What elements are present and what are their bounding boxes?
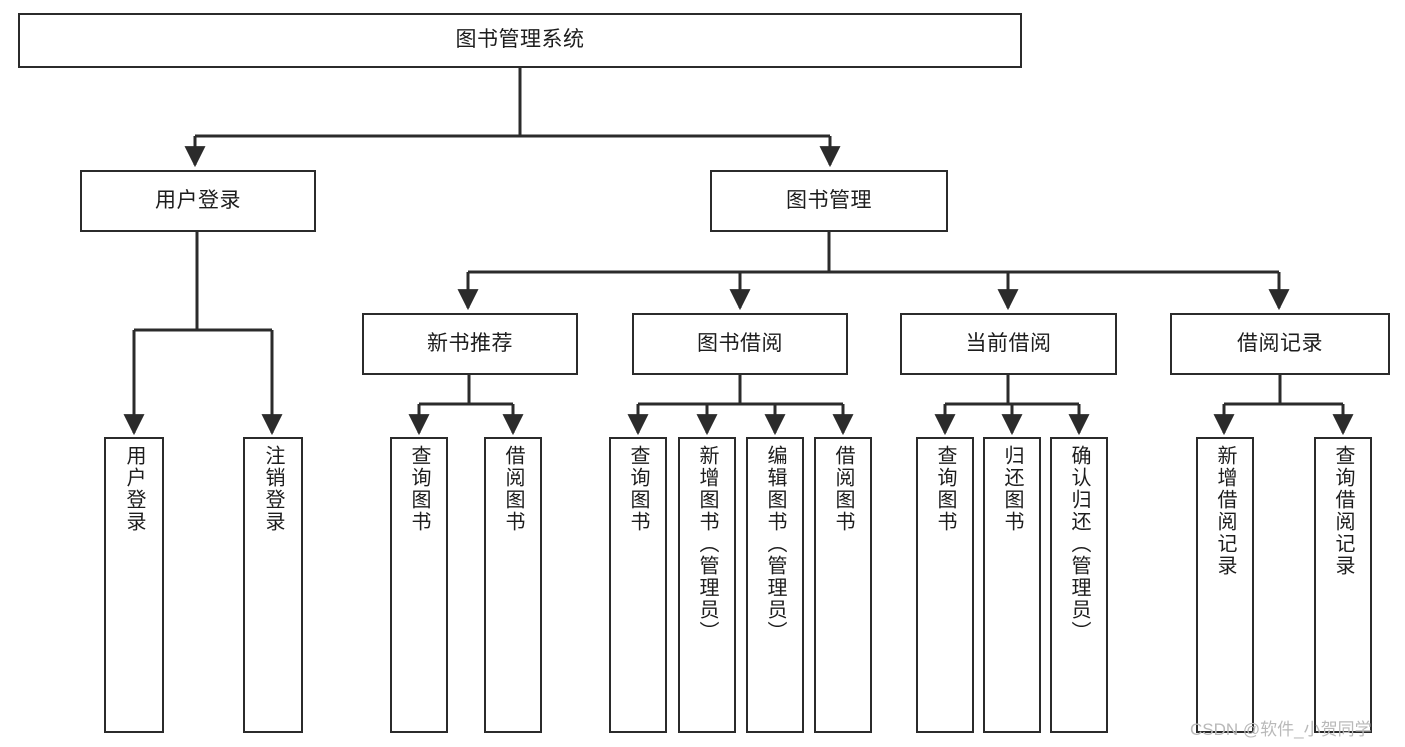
node-leaf-edit-book-label: 编辑图书（管理员） bbox=[764, 445, 786, 643]
node-leaf-query-book-2-label: 查询图书 bbox=[627, 445, 649, 533]
node-leaf-query-book-1[interactable]: 查询图书 bbox=[390, 437, 448, 733]
node-leaf-edit-book[interactable]: 编辑图书（管理员） bbox=[746, 437, 804, 733]
node-book-manage-label: 图书管理 bbox=[786, 188, 872, 212]
node-leaf-confirm-return[interactable]: 确认归还（管理员） bbox=[1050, 437, 1108, 733]
node-user-login-label: 用户登录 bbox=[155, 188, 241, 212]
node-new-book-recommend[interactable]: 新书推荐 bbox=[362, 313, 578, 375]
node-current-borrow-label: 当前借阅 bbox=[965, 331, 1052, 355]
node-leaf-user-logout[interactable]: 注销登录 bbox=[243, 437, 303, 733]
node-leaf-add-record[interactable]: 新增借阅记录 bbox=[1196, 437, 1254, 733]
node-leaf-user-login[interactable]: 用户登录 bbox=[104, 437, 164, 733]
node-leaf-user-logout-label: 注销登录 bbox=[262, 445, 284, 533]
node-leaf-return-book-label: 归还图书 bbox=[1001, 445, 1023, 533]
node-leaf-borrow-book-1-label: 借阅图书 bbox=[502, 445, 524, 533]
node-leaf-borrow-book-2[interactable]: 借阅图书 bbox=[814, 437, 872, 733]
node-leaf-query-book-2[interactable]: 查询图书 bbox=[609, 437, 667, 733]
node-leaf-query-record-label: 查询借阅记录 bbox=[1332, 445, 1354, 577]
node-current-borrow[interactable]: 当前借阅 bbox=[900, 313, 1117, 375]
node-leaf-query-record[interactable]: 查询借阅记录 bbox=[1314, 437, 1372, 733]
node-leaf-query-book-3-label: 查询图书 bbox=[934, 445, 956, 533]
node-leaf-user-login-label: 用户登录 bbox=[123, 445, 145, 533]
node-leaf-return-book[interactable]: 归还图书 bbox=[983, 437, 1041, 733]
node-borrow-record[interactable]: 借阅记录 bbox=[1170, 313, 1390, 375]
csdn-watermark: CSDN @软件_小贺同学 bbox=[1190, 720, 1372, 739]
node-leaf-query-book-1-label: 查询图书 bbox=[408, 445, 430, 533]
node-book-borrow[interactable]: 图书借阅 bbox=[632, 313, 848, 375]
node-leaf-query-book-3[interactable]: 查询图书 bbox=[916, 437, 974, 733]
node-leaf-add-record-label: 新增借阅记录 bbox=[1214, 445, 1236, 577]
node-root[interactable]: 图书管理系统 bbox=[18, 13, 1022, 68]
node-book-manage[interactable]: 图书管理 bbox=[710, 170, 948, 232]
node-root-label: 图书管理系统 bbox=[455, 28, 585, 52]
node-leaf-add-book[interactable]: 新增图书（管理员） bbox=[678, 437, 736, 733]
node-book-borrow-label: 图书借阅 bbox=[697, 331, 783, 355]
node-user-login[interactable]: 用户登录 bbox=[80, 170, 316, 232]
node-leaf-borrow-book-2-label: 借阅图书 bbox=[832, 445, 854, 533]
node-leaf-confirm-return-label: 确认归还（管理员） bbox=[1068, 445, 1090, 643]
node-leaf-borrow-book-1[interactable]: 借阅图书 bbox=[484, 437, 542, 733]
node-borrow-record-label: 借阅记录 bbox=[1237, 331, 1323, 355]
node-new-book-recommend-label: 新书推荐 bbox=[427, 331, 513, 355]
node-leaf-add-book-label: 新增图书（管理员） bbox=[696, 445, 718, 643]
